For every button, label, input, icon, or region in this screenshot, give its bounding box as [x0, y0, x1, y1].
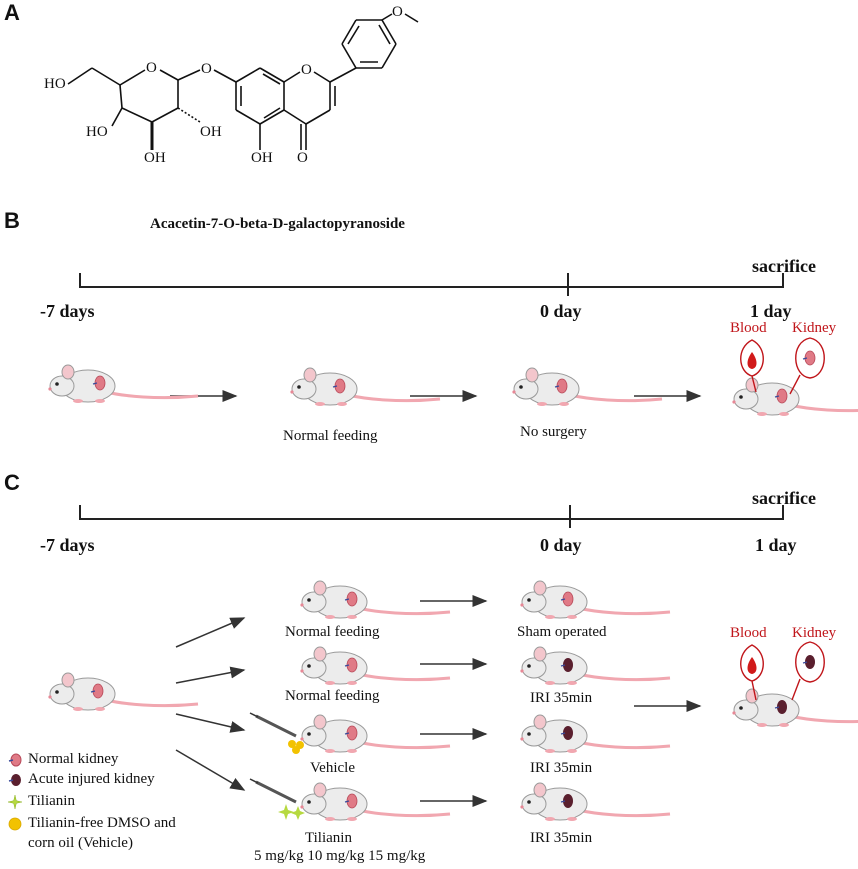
legend-text: Acute injured kidney [28, 771, 155, 787]
c-timeline-start: -7 days [40, 535, 95, 555]
c-group4-outcome: IRI 35min [530, 830, 593, 846]
c-mouse-feed-1 [298, 579, 452, 621]
c-mouse-end [730, 687, 858, 729]
b-kidney-label: Kidney [792, 320, 837, 336]
c-timeline-end: 1 day [755, 535, 797, 555]
b-sacrifice-label: sacrifice [752, 256, 816, 276]
c-sacrifice-label: sacrifice [752, 488, 816, 508]
legend-injured-kidney: Acute injured kidney [8, 771, 155, 788]
bond [91, 67, 121, 86]
b-timeline-start: -7 days [40, 301, 95, 321]
c-syringe-vehicle [249, 712, 304, 754]
c-branch-arrows [175, 595, 702, 807]
atom-ho-2: HO [86, 124, 108, 140]
c-group3-feed: Vehicle [310, 760, 355, 776]
blood-drop-icon [747, 657, 757, 674]
c-timeline [79, 505, 784, 528]
injured-kidney-icon [8, 773, 21, 786]
c-mouse-sham [518, 579, 672, 621]
compound-name: Acacetin-7-O-beta-D-galactopyranoside [150, 216, 405, 232]
c-blood-label: Blood [730, 625, 767, 641]
kidney-icon [802, 350, 816, 366]
normal-kidney-icon [8, 753, 22, 766]
b-timeline-end: 1 day [750, 301, 792, 321]
c-group1-feed: Normal feeding [285, 624, 380, 640]
b-timeline-mid: 0 day [540, 301, 582, 321]
b-feeding-label: Normal feeding [283, 428, 378, 444]
legend-normal-kidney: Normal kidney [8, 751, 118, 768]
atom-o-keto: O [297, 150, 308, 166]
legend-text: Normal kidney [28, 751, 119, 767]
c-mouse-iri-1 [518, 645, 672, 687]
c-syringe-tilianin [249, 778, 305, 820]
injured-kidney-icon [802, 654, 816, 670]
atom-oh-3: OH [200, 124, 222, 140]
legend-text: Tilianin-free DMSO and [28, 815, 176, 831]
b-timeline [79, 273, 784, 296]
atom-o-flavone: O [301, 62, 312, 78]
c-doses-label: 5 mg/kg 10 mg/kg 15 mg/kg [254, 848, 426, 864]
c-mouse-start [46, 671, 200, 713]
legend-vehicle: Tilianin-free DMSO and [8, 815, 176, 832]
c-group1-outcome: Sham operated [517, 624, 607, 640]
legend-tilianin: Tilianin [8, 793, 75, 810]
vehicle-dot-icon [8, 817, 22, 830]
legend-vehicle-cont: corn oil (Vehicle) [28, 835, 133, 852]
atom-o-methoxy: O [392, 4, 403, 20]
c-mouse-feed-2 [298, 645, 452, 687]
c-blood-callout [740, 644, 764, 701]
c-kidney-label: Kidney [792, 625, 837, 641]
b-blood-label: Blood [730, 320, 767, 336]
tilianin-star-icon [8, 794, 22, 809]
b-mouse-1 [46, 363, 200, 405]
c-mouse-iri-2 [518, 713, 672, 755]
blood-drop-icon [747, 352, 757, 369]
b-surgery-label: No surgery [520, 424, 587, 440]
c-group2-feed: Normal feeding [285, 688, 380, 704]
c-mouse-tilianin [298, 781, 452, 823]
b-mouse-3 [510, 366, 664, 408]
c-timeline-mid: 0 day [540, 535, 582, 555]
atom-o-link: O [201, 61, 212, 77]
b-kidney-callout [789, 337, 825, 395]
c-group4-feed: Tilianin [305, 830, 352, 846]
panel-letter-a: A [4, 0, 20, 25]
c-group2-outcome: IRI 35min [530, 690, 593, 706]
c-group3-outcome: IRI 35min [530, 760, 593, 776]
atom-oh-4: OH [144, 150, 166, 166]
panel-letter-c: C [4, 470, 20, 495]
legend-text: Tilianin [28, 793, 75, 809]
c-kidney-callout [791, 641, 825, 701]
legend-text: corn oil (Vehicle) [28, 835, 133, 851]
panel-letter-b: B [4, 208, 20, 233]
atom-o-ring: O [146, 60, 157, 76]
atom-oh-5: OH [251, 150, 273, 166]
c-mouse-iri-3 [518, 781, 672, 823]
atom-ho-1: HO [44, 76, 66, 92]
b-mouse-2 [288, 366, 442, 408]
b-blood-callout [740, 339, 764, 393]
